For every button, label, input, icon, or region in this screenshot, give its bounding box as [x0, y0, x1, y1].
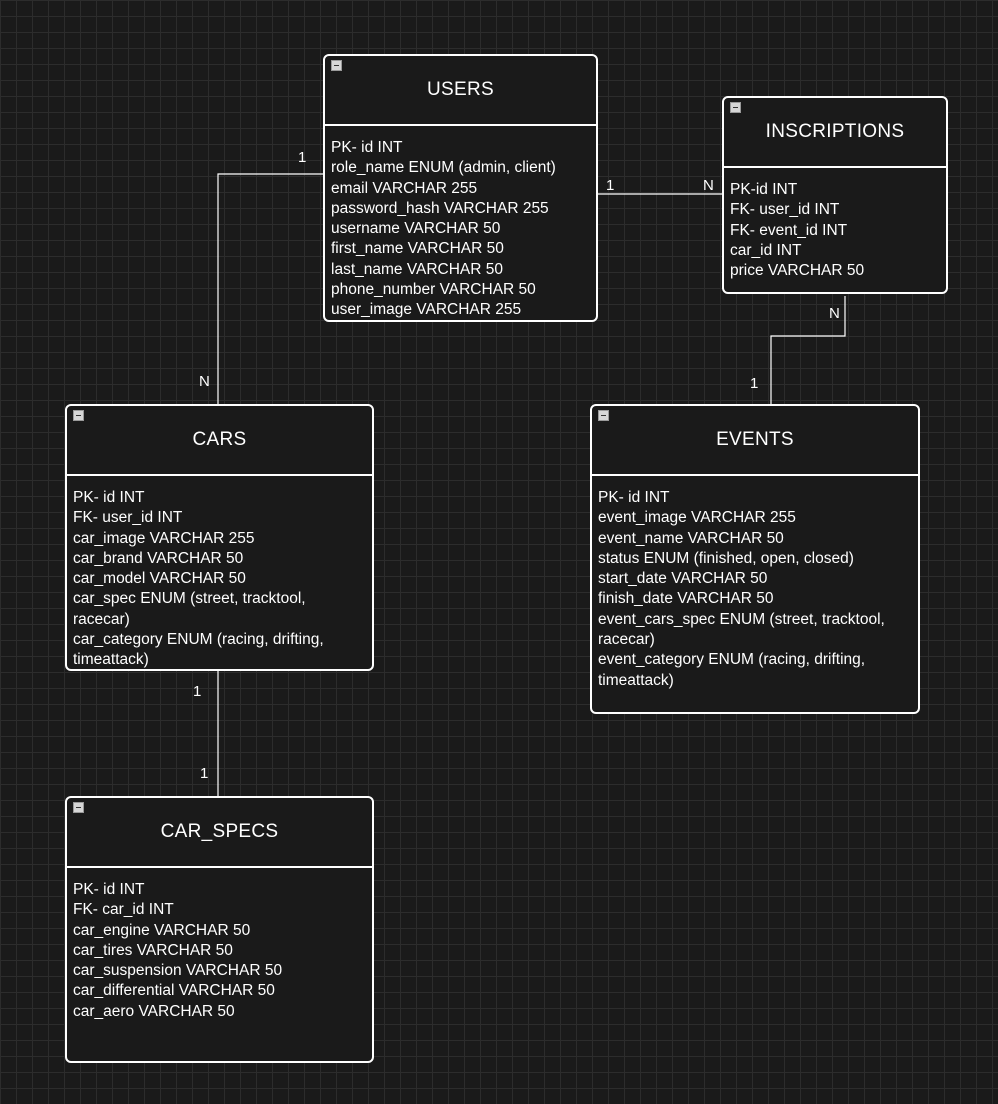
field-row: car_category ENUM (racing, drifting, tim… — [73, 631, 324, 669]
cars-car-specs-to-label: 1 — [200, 765, 209, 782]
field-row: phone_number VARCHAR 50 — [331, 281, 536, 299]
field-row: PK- id INT — [331, 139, 403, 156]
field-row: last_name VARCHAR 50 — [331, 260, 504, 278]
cars-car-specs-from-label: 1 — [193, 683, 202, 700]
field-row: FK- car_id INT — [73, 901, 174, 919]
field-row: PK- id INT — [598, 489, 670, 506]
users-cars-many-label: N — [199, 373, 210, 390]
entity-users[interactable]: USERS PK- id INT role_name ENUM (admin, … — [323, 54, 598, 322]
collapse-icon[interactable] — [73, 802, 84, 813]
field-row: FK- event_id INT — [730, 221, 848, 239]
field-row: car_spec ENUM (street, tracktool, raceca… — [73, 590, 306, 628]
field-row: first_name VARCHAR 50 — [331, 240, 504, 258]
field-row: FK- user_id INT — [73, 509, 183, 527]
field-row: password_hash VARCHAR 255 — [331, 199, 549, 217]
field-row: car_tires VARCHAR 50 — [73, 941, 233, 959]
entity-cars-title: CARS — [192, 429, 247, 450]
inscriptions-events-connector — [770, 296, 846, 404]
entity-cars-header[interactable]: CARS — [67, 406, 372, 476]
entity-inscriptions-fields: PK-id INT FK- user_id INT FK- event_id I… — [724, 168, 946, 281]
collapse-icon[interactable] — [331, 60, 342, 71]
events-inscriptions-one-label: 1 — [750, 375, 759, 392]
entity-users-header[interactable]: USERS — [325, 56, 596, 126]
entity-car-specs[interactable]: CAR_SPECS PK- id INT FK- car_id INT car_… — [65, 796, 374, 1063]
entity-events-fields: PK- id INT event_image VARCHAR 255 event… — [592, 476, 918, 691]
field-row: event_cars_spec ENUM (street, tracktool,… — [598, 610, 885, 649]
field-row: car_suspension VARCHAR 50 — [73, 962, 283, 980]
users-cars-connector — [217, 173, 323, 404]
field-row: username VARCHAR 50 — [331, 220, 501, 238]
entity-events-header[interactable]: EVENTS — [592, 406, 918, 476]
entity-events-title: EVENTS — [716, 429, 794, 450]
collapse-icon[interactable] — [730, 102, 741, 113]
field-row: PK- id INT — [73, 489, 145, 506]
field-row: car_image VARCHAR 255 — [73, 529, 255, 547]
field-row: car_id INT — [730, 241, 802, 259]
entity-users-fields: PK- id INT role_name ENUM (admin, client… — [325, 126, 596, 320]
entity-users-title: USERS — [427, 79, 494, 100]
field-row: car_model VARCHAR 50 — [73, 570, 246, 588]
collapse-icon[interactable] — [73, 410, 84, 421]
field-row: price VARCHAR 50 — [730, 262, 865, 280]
entity-events[interactable]: EVENTS PK- id INT event_image VARCHAR 25… — [590, 404, 920, 714]
entity-cars-fields: PK- id INT FK- user_id INT car_image VAR… — [67, 476, 372, 669]
field-row: email VARCHAR 255 — [331, 179, 478, 197]
entity-car-specs-title: CAR_SPECS — [160, 821, 279, 842]
field-row: car_engine VARCHAR 50 — [73, 921, 251, 939]
users-cars-one-label: 1 — [298, 149, 307, 166]
field-row: PK-id INT — [730, 181, 798, 198]
field-row: start_date VARCHAR 50 — [598, 570, 768, 588]
field-row: event_image VARCHAR 255 — [598, 509, 796, 527]
users-inscriptions-one-label: 1 — [606, 177, 615, 194]
field-row: status ENUM (finished, open, closed) — [598, 549, 854, 567]
entity-inscriptions[interactable]: INSCRIPTIONS PK-id INT FK- user_id INT F… — [722, 96, 948, 294]
field-row: car_differential VARCHAR 50 — [73, 982, 275, 1000]
field-row: finish_date VARCHAR 50 — [598, 590, 774, 608]
collapse-icon[interactable] — [598, 410, 609, 421]
entity-car-specs-header[interactable]: CAR_SPECS — [67, 798, 372, 868]
field-row: event_category ENUM (racing, drifting, t… — [598, 651, 866, 689]
field-row: event_name VARCHAR 50 — [598, 529, 784, 547]
field-row: user_image VARCHAR 255 — [331, 301, 522, 319]
users-inscriptions-many-label: N — [703, 177, 714, 194]
field-row: FK- user_id INT — [730, 201, 840, 219]
entity-inscriptions-header[interactable]: INSCRIPTIONS — [724, 98, 946, 168]
events-inscriptions-many-label: N — [829, 305, 840, 322]
field-row: car_aero VARCHAR 50 — [73, 1002, 235, 1020]
field-row: role_name ENUM (admin, client) — [331, 159, 556, 177]
entity-car-specs-fields: PK- id INT FK- car_id INT car_engine VAR… — [67, 868, 372, 1022]
entity-cars[interactable]: CARS PK- id INT FK- user_id INT car_imag… — [65, 404, 374, 671]
field-row: PK- id INT — [73, 881, 145, 898]
field-row: car_brand VARCHAR 50 — [73, 549, 244, 567]
entity-inscriptions-title: INSCRIPTIONS — [765, 121, 905, 142]
